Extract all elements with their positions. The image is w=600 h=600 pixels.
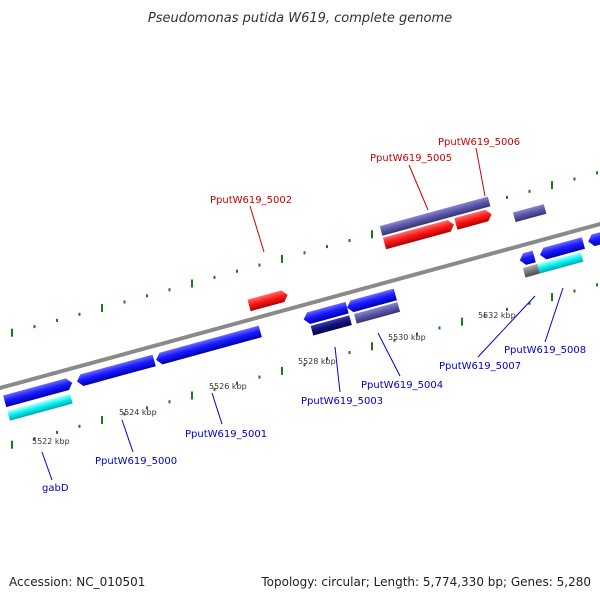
gene-label-5000[interactable]: PputW619_5000: [95, 456, 177, 467]
genome-backbone: [0, 222, 600, 390]
upper-track-tick: [303, 251, 306, 255]
lower-track-tick: [596, 283, 598, 287]
lower-track-tick: [506, 307, 508, 311]
leader-5008: [544, 287, 564, 343]
gene-label-5004[interactable]: PputW619_5004: [361, 380, 443, 391]
lower-track-tick: [483, 314, 486, 318]
leader-5000: [121, 419, 134, 453]
lower-track-tick: [78, 424, 81, 428]
lower-track-tick: [573, 289, 576, 293]
rna-feature-5003[interactable]: [310, 315, 352, 336]
lower-track-tick: [393, 338, 396, 342]
lower-track-tick: [236, 381, 238, 385]
upper-track-tick: [281, 254, 283, 263]
lower-track-tick: [213, 387, 216, 391]
gene-5007-arrow[interactable]: [518, 250, 536, 267]
upper-track-tick: [326, 245, 328, 249]
lower-track-tick: [258, 375, 261, 379]
gene-label-5003[interactable]: PputW619_5003: [301, 396, 383, 407]
lower-track-tick: [528, 301, 531, 305]
tick-label-5526: 5526 kbp: [209, 382, 247, 391]
upper-track-tick: [11, 328, 13, 337]
upper-track-tick: [528, 189, 531, 193]
upper-track-tick: [371, 230, 373, 239]
trna-feature-right[interactable]: [537, 252, 584, 274]
lower-track-tick: [326, 357, 328, 361]
accession-text: Accession: NC_010501: [9, 575, 145, 589]
leader-5001: [211, 392, 223, 425]
upper-track-tick: [213, 275, 216, 279]
rna-feature-5004[interactable]: [354, 302, 401, 324]
upper-track-tick: [596, 171, 598, 175]
leader-5006: [475, 147, 486, 197]
gene-gabD-arrow[interactable]: [3, 377, 74, 408]
gene-label-gabD[interactable]: gabD: [42, 483, 69, 494]
lower-track-tick: [348, 351, 351, 354]
lower-track-tick: [123, 412, 126, 416]
lower-track-tick: [551, 293, 553, 302]
trna-feature-left[interactable]: [7, 393, 73, 421]
gene-label-5007[interactable]: PputW619_5007: [439, 361, 521, 372]
upper-track-tick: [236, 269, 238, 273]
gene-5008b-arrow[interactable]: [587, 226, 600, 248]
gene-5000-arrow[interactable]: [75, 354, 156, 388]
genome-summary-text: Topology: circular; Length: 5,774,330 bp…: [260, 575, 591, 589]
tick-label-5528: 5528 kbp: [298, 357, 336, 366]
lower-track-tick: [168, 400, 171, 404]
gene-5003-arrow[interactable]: [302, 301, 349, 325]
upper-track-tick: [506, 195, 508, 199]
tick-tracks: [11, 171, 598, 449]
tick-label-5522: 5522 kbp: [32, 437, 70, 446]
tick-label-5532: 5532 kbp: [478, 311, 516, 320]
lower-track-tick: [101, 416, 103, 425]
upper-track-tick: [78, 312, 81, 316]
upper-track-tick: [191, 279, 193, 288]
upper-track-tick: [258, 263, 261, 267]
gene-label-5008[interactable]: PputW619_5008: [504, 345, 586, 356]
lower-track-tick: [461, 317, 463, 326]
gene-5002-arrow[interactable]: [247, 289, 289, 312]
upper-track-tick: [551, 181, 553, 190]
upper-track-tick: [56, 318, 58, 322]
gray-feature-right[interactable]: [522, 263, 540, 278]
lower-track-tick: [146, 406, 148, 410]
leader-5002: [249, 205, 265, 253]
lower-track-tick: [416, 332, 418, 336]
gene-5008-arrow[interactable]: [538, 237, 585, 260]
upper-track-tick: [123, 300, 126, 304]
lower-track-tick: [303, 363, 306, 367]
lower-track-tick: [191, 391, 193, 400]
gene-label-5001[interactable]: PputW619_5001: [185, 429, 267, 440]
upper-track-tick: [146, 294, 148, 298]
tick-label-5530: 5530 kbp: [388, 333, 426, 342]
upper-track-tick: [168, 288, 171, 292]
gene-label-5006[interactable]: PputW619_5006: [438, 137, 520, 148]
upper-track-tick: [33, 325, 36, 329]
gene-5004-arrow[interactable]: [346, 288, 397, 314]
rna-feature-upper[interactable]: [379, 196, 491, 236]
leader-gabD: [41, 451, 53, 481]
gene-label-5005[interactable]: PputW619_5005: [370, 153, 452, 164]
gene-5005-arrow[interactable]: [382, 219, 456, 250]
gene-label-5002[interactable]: PputW619_5002: [210, 195, 292, 206]
gene-5006-arrow[interactable]: [454, 208, 493, 230]
leader-5003: [334, 346, 341, 393]
leader-5004: [377, 332, 401, 377]
leader-5007: [477, 295, 536, 358]
lower-track-tick: [56, 430, 58, 434]
rna-feature-far-right[interactable]: [512, 204, 547, 223]
lower-track-tick: [11, 440, 13, 449]
gene-5001-arrow[interactable]: [155, 325, 262, 366]
lower-track-tick: [33, 437, 36, 441]
lower-track-tick: [438, 326, 441, 330]
upper-track-tick: [101, 304, 103, 313]
map-title: Pseudomonas putida W619, complete genome: [148, 11, 452, 26]
tick-label-5524: 5524 kbp: [119, 408, 157, 417]
upper-track-tick: [348, 239, 351, 242]
lower-track-tick: [371, 342, 373, 351]
upper-track-tick: [573, 177, 576, 181]
lower-track-tick: [281, 366, 283, 375]
leader-5005: [408, 164, 429, 211]
